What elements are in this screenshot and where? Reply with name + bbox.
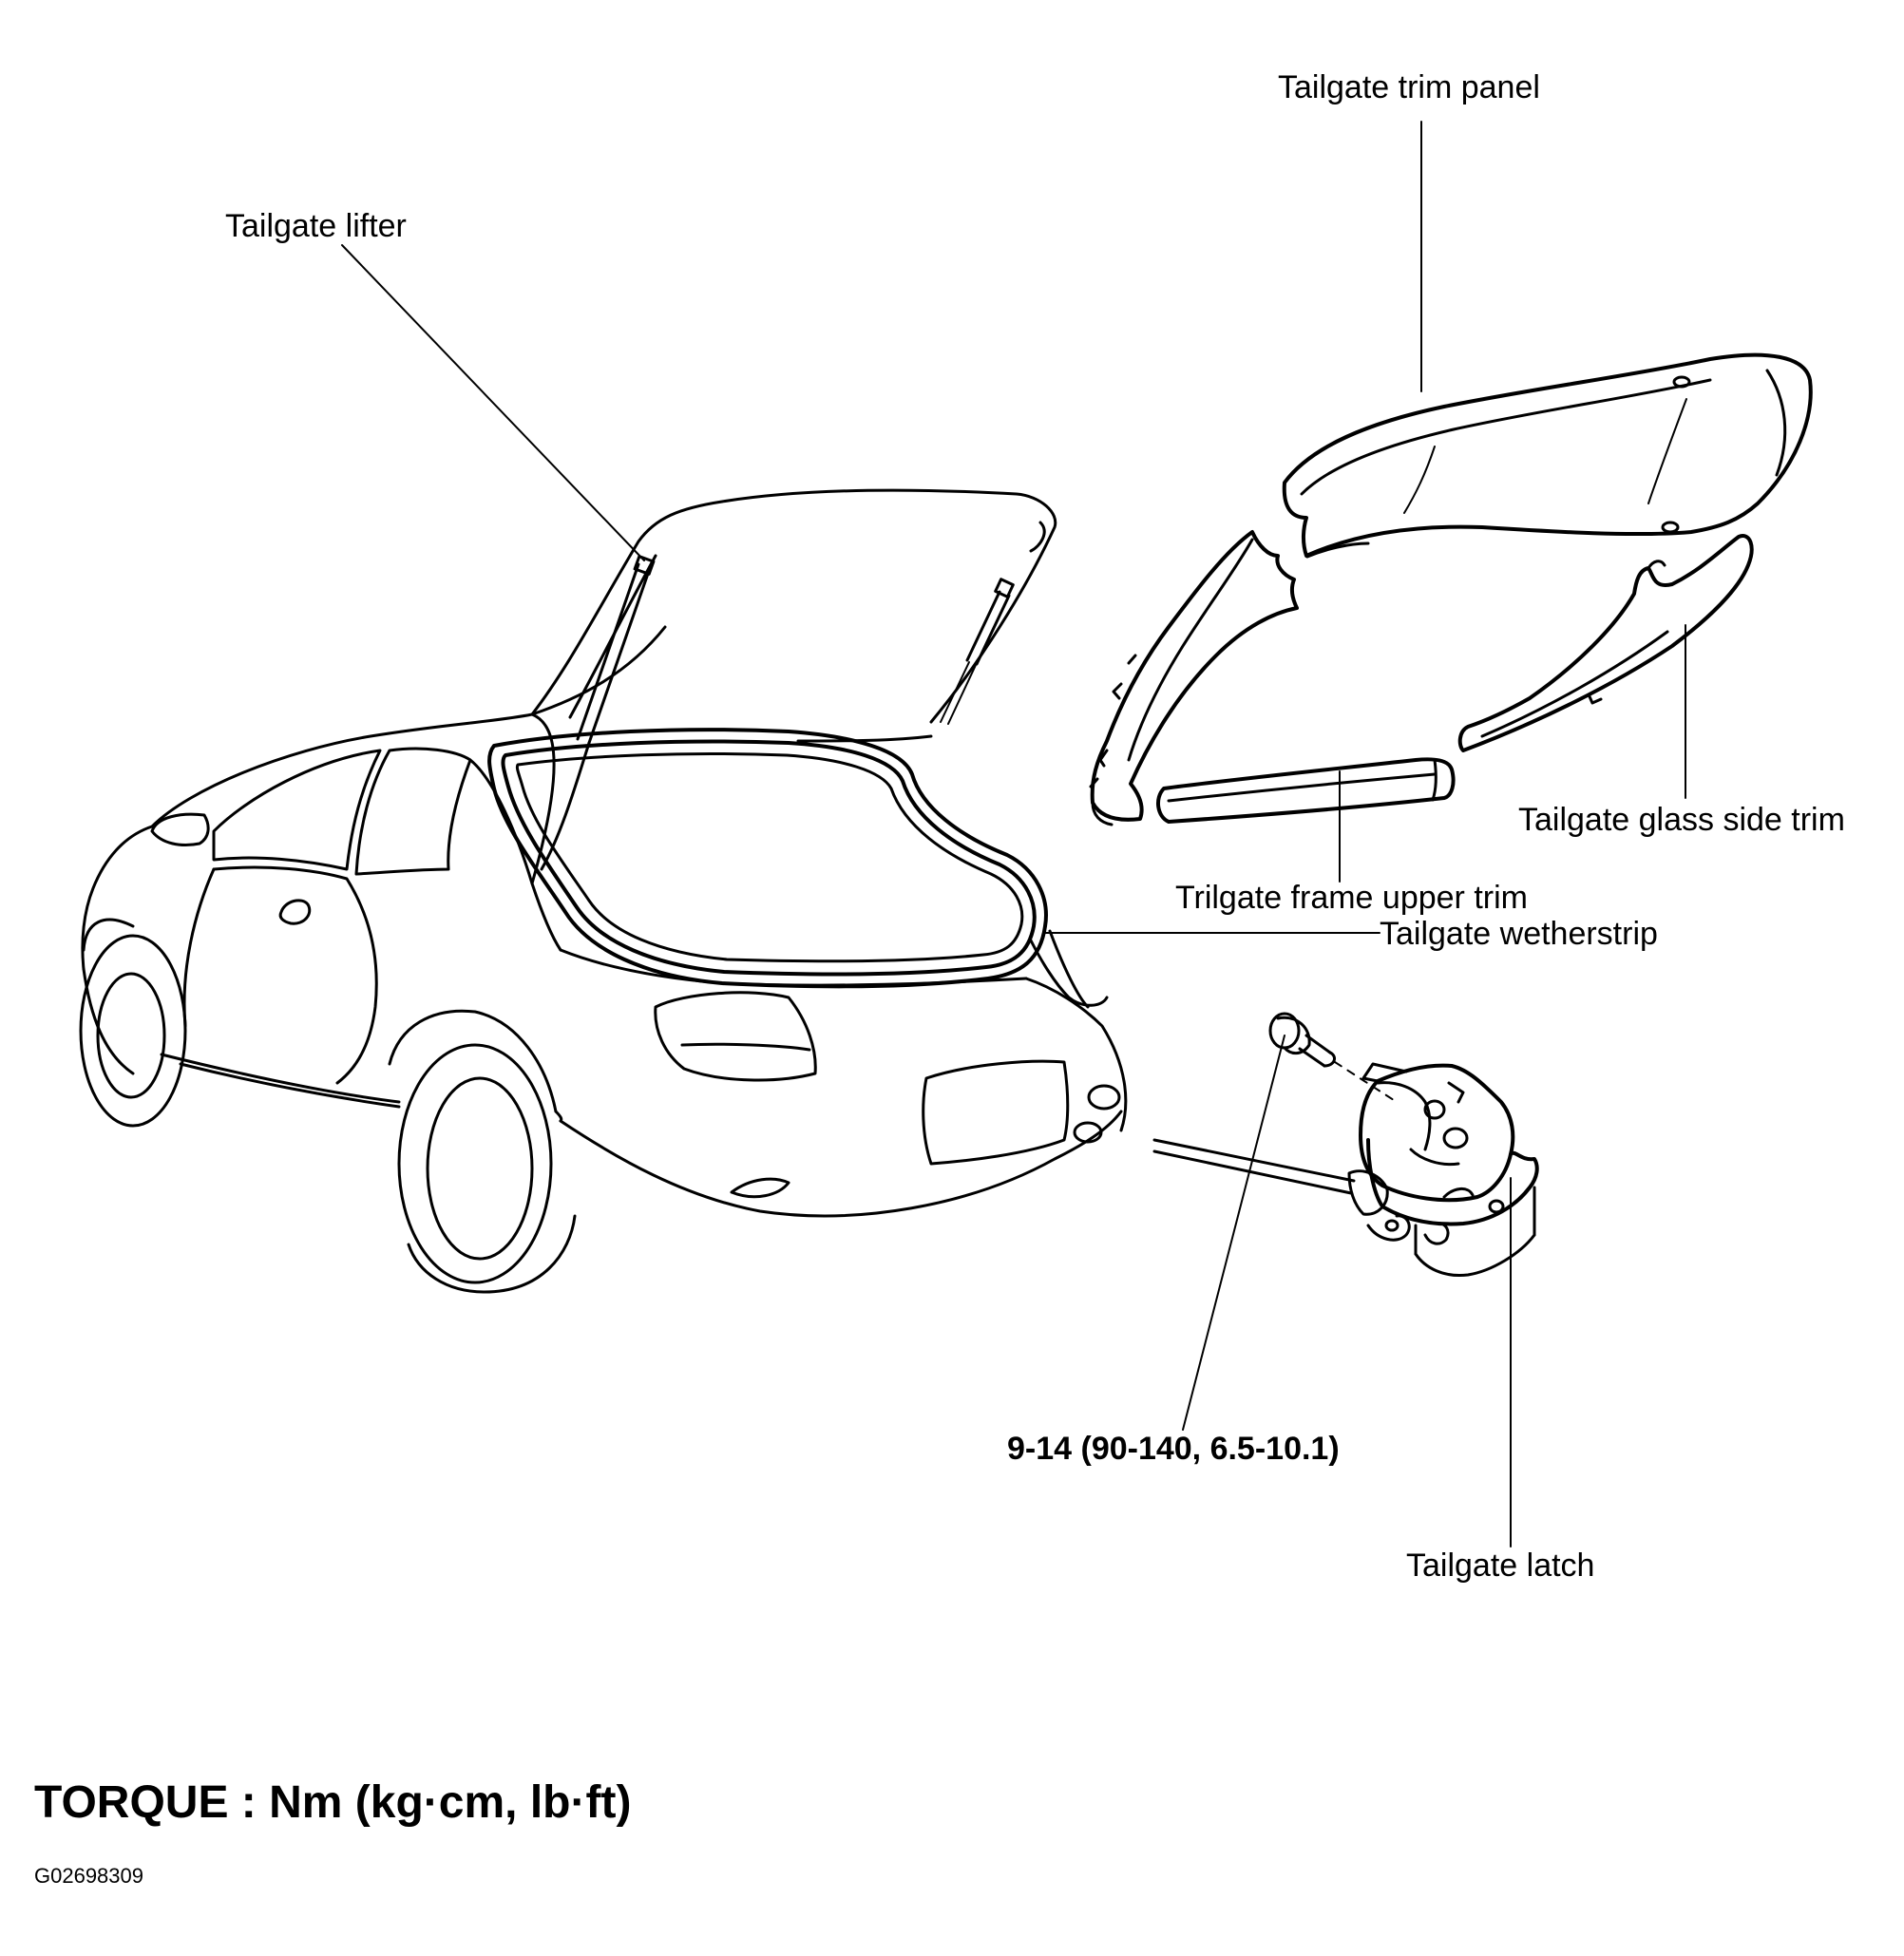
label-frame-upper-trim: Trilgate frame upper trim bbox=[1175, 880, 1528, 916]
label-tailgate-latch: Tailgate latch bbox=[1406, 1548, 1595, 1584]
label-tailgate-lifter: Tailgate lifter bbox=[225, 208, 407, 244]
leader-torque bbox=[1182, 1035, 1285, 1431]
label-tailgate-glass-side-trim: Tailgate glass side trim bbox=[1518, 802, 1845, 838]
tailgate-latch-part bbox=[1152, 1012, 1539, 1278]
label-tailgate-weatherstrip: Tailgate wetherstrip bbox=[1380, 916, 1658, 952]
tailgate-glass-side-trim-part bbox=[1457, 534, 1754, 752]
figure-code: G02698309 bbox=[34, 1864, 143, 1888]
label-tailgate-trim-panel: Tailgate trim panel bbox=[1278, 69, 1540, 105]
label-torque-value: 9-14 (90-140, 6.5-10.1) bbox=[1007, 1431, 1340, 1467]
torque-units-legend: TORQUE : Nm (kg·cm, lb·ft) bbox=[34, 1777, 632, 1828]
latch-bolt bbox=[1268, 1012, 1398, 1103]
leader-lifter bbox=[341, 244, 645, 561]
tailgate-trim-panel-part bbox=[1282, 352, 1813, 559]
leader-lines bbox=[341, 121, 1686, 1548]
frame-upper-trim-part bbox=[1156, 757, 1456, 824]
tailgate-open bbox=[530, 488, 1057, 743]
tailgate-lifter-struts bbox=[540, 555, 1015, 871]
car-body bbox=[79, 625, 1128, 1294]
tailgate-side-trim-left bbox=[1089, 530, 1299, 826]
tailgate-weatherstrip-seal bbox=[487, 728, 1048, 989]
